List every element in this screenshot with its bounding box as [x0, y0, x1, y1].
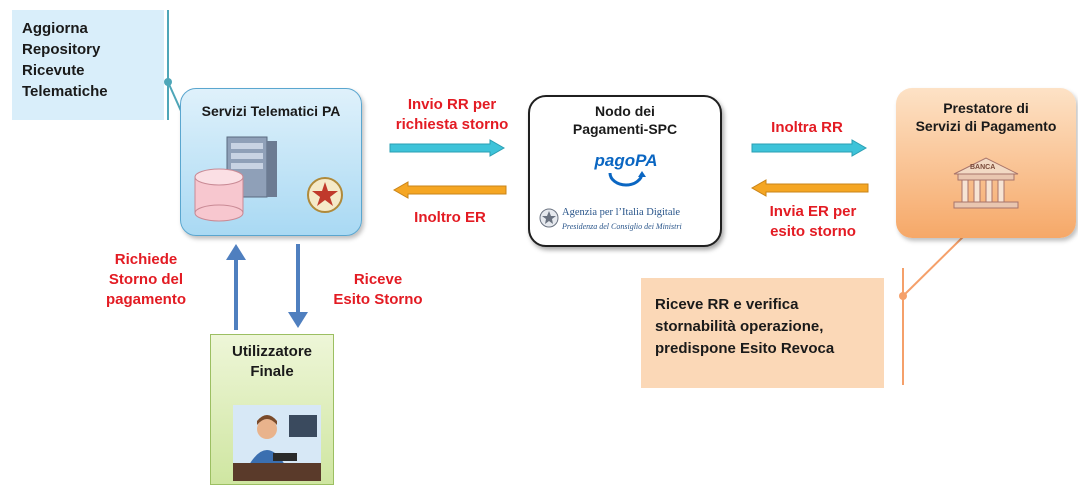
label-richiede-storno: Richiede Storno del pagamento	[76, 250, 216, 310]
prestatore-servizi-pagamento-box: Prestatore di Servizi di Pagamento BANCA	[896, 88, 1076, 238]
label-invia-er-line-1: Invia ER per	[769, 203, 857, 220]
arrow-inoltra-rr-right	[751, 139, 868, 157]
database-icon	[194, 168, 244, 222]
utilizzatore-finale-box: Utilizzatore Finale	[210, 334, 334, 485]
psp-title-line-2: Servizi di Pagamento	[915, 118, 1057, 134]
label-invia-er: Invia ER per esito storno	[748, 202, 878, 242]
agid-line-2: Presidenza del Consiglio dei Ministri	[562, 222, 682, 231]
pagopa-logo: pagoPA	[586, 151, 666, 195]
utilizzatore-title-line-1: Utilizzatore	[231, 343, 312, 360]
psp-title-line-1: Prestatore di	[943, 100, 1029, 116]
aggiorna-repository-note: Aggiorna Repository Ricevute Telematiche	[12, 10, 164, 120]
label-riceve-esito: Riceve Esito Storno	[318, 270, 438, 310]
nodo-title-line-2: Pagamenti-SPC	[572, 121, 678, 137]
arrow-riceve-down	[288, 244, 308, 328]
arrow-inoltro-er-left	[392, 181, 507, 199]
note-line-4: Telematiche	[22, 83, 108, 100]
agid-line-1: Agenzia per l’Italia Digitale	[562, 207, 681, 218]
psp-note-line-1: Riceve RR e verifica	[655, 296, 799, 313]
note-line-1: Aggiorna	[22, 20, 88, 37]
arrow-richiede-up	[226, 244, 246, 330]
label-invia-er-line-2: esito storno	[770, 223, 856, 240]
user-at-desk-illustration	[233, 405, 321, 481]
utilizzatore-title-line-2: Finale	[250, 363, 294, 380]
label-inoltra-rr: Inoltra RR	[771, 119, 843, 136]
pagopa-logo-text: pagoPA	[594, 151, 658, 170]
pagopa-arc-icon	[608, 171, 646, 187]
agid-emblem-icon	[539, 208, 559, 228]
note-line-2: Repository	[22, 41, 101, 58]
label-invio-rr-line-1: Invio RR per	[407, 96, 497, 113]
user-at-desk-icon	[233, 405, 321, 481]
server-icon	[226, 136, 277, 198]
psp-verifica-note: Riceve RR e verifica stornabilità operaz…	[641, 278, 884, 388]
label-invio-rr: Invio RR per richiesta storno	[372, 95, 532, 135]
label-richiede-line-1: Richiede	[114, 251, 178, 268]
servizi-pa-title: Servizi Telematici PA	[201, 103, 341, 119]
label-richiede-line-2: Storno del	[108, 271, 184, 288]
label-riceve-line-2: Esito Storno	[333, 291, 423, 308]
servizi-telematici-pa-box: Servizi Telematici PA	[180, 88, 362, 236]
psp-note-line-2: stornabilità operazione,	[655, 318, 824, 335]
nodo-title-line-1: Nodo dei	[595, 103, 655, 119]
label-invio-rr-line-2: richiesta storno	[395, 116, 509, 133]
psp-note-line-3: predispone Esito Revoca	[655, 340, 835, 357]
bank-label: BANCA	[970, 164, 996, 171]
italian-republic-emblem-icon	[307, 177, 343, 213]
bank-building-icon	[953, 157, 1019, 209]
nodo-pagamenti-spc-box: Nodo dei Pagamenti-SPC pagoPA Agenzia pe…	[528, 95, 722, 247]
label-richiede-line-3: pagamento	[105, 291, 186, 308]
arrow-invio-rr-right	[389, 139, 506, 157]
label-inoltro-er: Inoltro ER	[414, 209, 486, 226]
note-line-3: Ricevute	[22, 62, 85, 79]
arrow-invia-er-left	[750, 179, 869, 197]
label-riceve-line-1: Riceve	[353, 271, 403, 288]
